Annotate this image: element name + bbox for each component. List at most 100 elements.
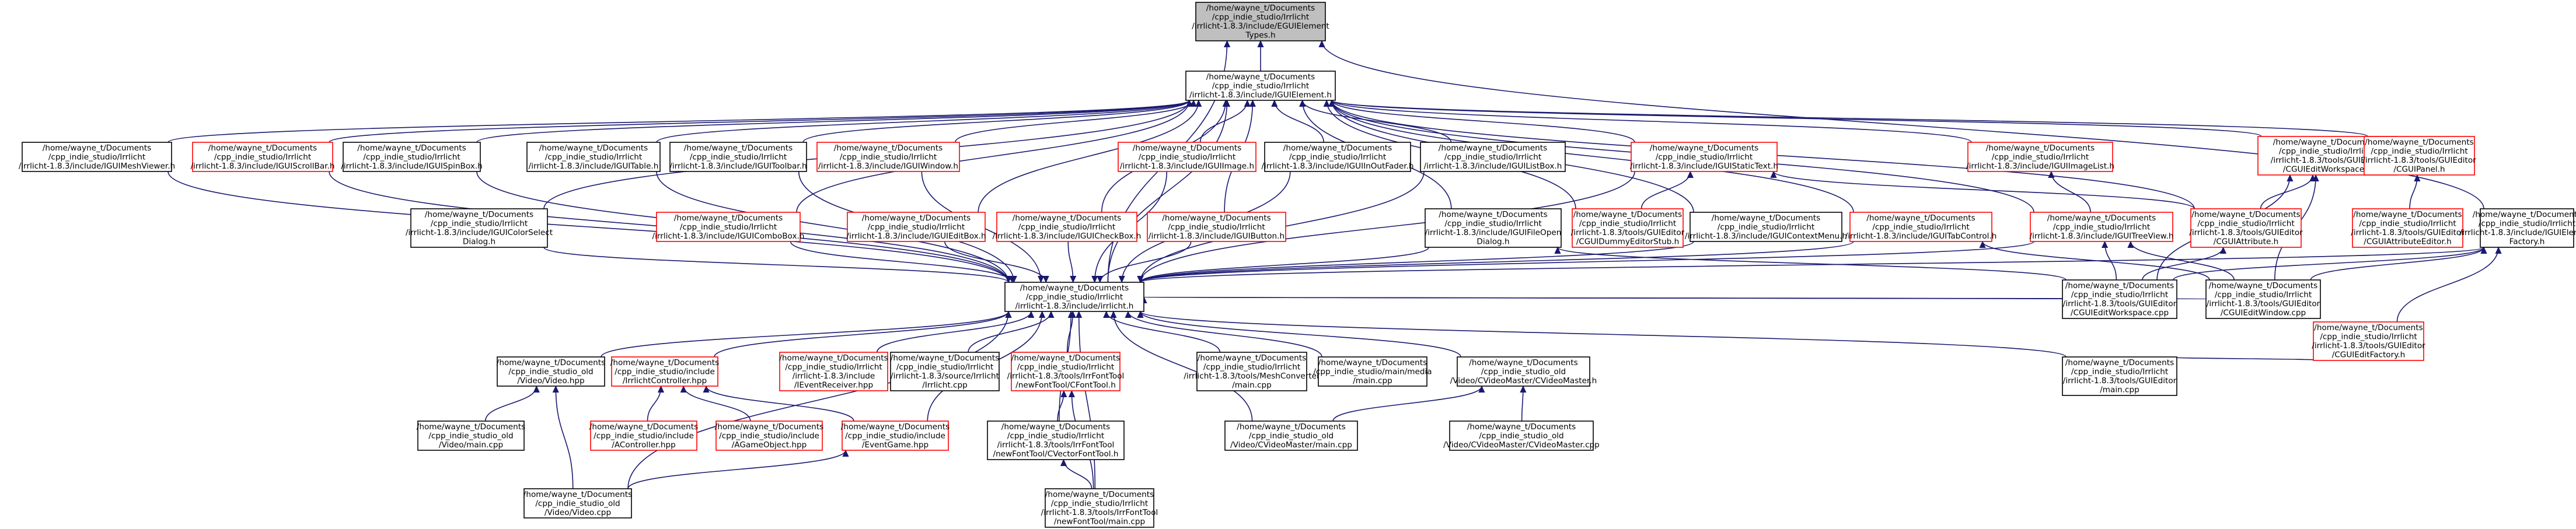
node-statictext[interactable]: /home/wayne_t/Documents/cpp_indie_studio… — [1630, 142, 1778, 172]
node-media_main[interactable]: /home/wayne_t/Documents/cpp_indie_studio… — [1313, 356, 1432, 387]
node-label-line: /cpp_indie_studio/Irrlicht — [1656, 152, 1753, 162]
edge-cvideomaster_main-to-irrlicht_h — [1114, 311, 1253, 422]
node-box — [2062, 279, 2177, 319]
node-cvideomaster_cpp[interactable]: /home/wayne_t/Documents/cpp_indie_studio… — [1443, 421, 1600, 451]
node-editfactory_h[interactable]: /home/wayne_t/Documents/cpp_indie_studio… — [2312, 321, 2425, 361]
node-irrlicht_h[interactable]: /home/wayne_t/Documents/cpp_indie_studio… — [1004, 282, 1144, 312]
edge-scrollbar-to-guielement — [329, 100, 1189, 143]
node-label-line: /cpp_indie_studio/include — [845, 431, 945, 440]
edge-line — [1140, 171, 1635, 282]
node-label-line: /cpp_indie_studio/Irrlicht — [363, 152, 460, 162]
node-combobox[interactable]: /home/wayne_t/Documents/cpp_indie_studio… — [652, 212, 805, 242]
edge-line — [1140, 247, 1429, 282]
node-guieditor_main[interactable]: /home/wayne_t/Documents/cpp_indie_studio… — [2062, 356, 2177, 396]
node-editbox[interactable]: /home/wayne_t/Documents/cpp_indie_studio… — [846, 212, 986, 242]
node-label-line: /cpp_indie_studio/Irrlicht — [1026, 292, 1123, 302]
node-box — [669, 142, 807, 172]
node-box — [2480, 208, 2574, 248]
node-scrollbar[interactable]: /home/wayne_t/Documents/cpp_indie_studio… — [191, 142, 335, 172]
node-label-line: /cpp_indie_studio/include — [719, 431, 819, 440]
node-cvideomaster_main[interactable]: /home/wayne_t/Documents/cpp_indie_studio… — [1224, 421, 1358, 451]
edge-line — [1107, 100, 1227, 283]
node-label-line: /home/wayne_t/Documents — [357, 143, 466, 153]
node-label-line: /CGUIEditWindow.cpp — [2221, 309, 2306, 318]
node-button[interactable]: /home/wayne_t/Documents/cpp_indie_studio… — [1147, 212, 1286, 242]
node-elementfactory[interactable]: /home/wayne_t/Documents/cpp_indie_studio… — [2460, 208, 2576, 248]
node-cvideomaster_h[interactable]: /home/wayne_t/Documents/cpp_indie_studio… — [1450, 356, 1597, 387]
node-box — [22, 142, 172, 172]
node-label-line: /irrlicht-1.8.3/include/IGUIElement — [2460, 228, 2576, 237]
node-fonttool_main[interactable]: /home/wayne_t/Documents/cpp_indie_studio… — [1041, 488, 1158, 528]
node-label-line: /home/wayne_t/Documents — [610, 358, 719, 367]
node-meshconverter[interactable]: /home/wayne_t/Documents/cpp_indie_studio… — [1184, 352, 1320, 391]
node-label-line: /irrlicht-1.8.3/include/IGUIImage.h — [1120, 162, 1254, 171]
node-eventgame[interactable]: /home/wayne_t/Documents/cpp_indie_studio… — [841, 421, 950, 451]
node-video_hpp[interactable]: /home/wayne_t/Documents/cpp_indie_studio… — [497, 356, 605, 387]
node-types[interactable]: /home/wayne_t/Documents/cpp_indie_studio… — [1192, 2, 1329, 41]
node-spinbox[interactable]: /home/wayne_t/Documents/cpp_indie_studio… — [341, 142, 483, 172]
node-toolbar[interactable]: /home/wayne_t/Documents/cpp_indie_studio… — [669, 142, 807, 172]
node-listbox[interactable]: /home/wayne_t/Documents/cpp_indie_studio… — [1420, 142, 1566, 172]
node-label-line: /EventGame.hpp — [862, 440, 929, 450]
node-image[interactable]: /home/wayne_t/Documents/cpp_indie_studio… — [1118, 142, 1256, 172]
edge-line — [556, 386, 574, 489]
node-ieventreceiver[interactable]: /home/wayne_t/Documents/cpp_indie_studio… — [779, 352, 888, 391]
node-box — [611, 356, 718, 387]
node-treeview[interactable]: /home/wayne_t/Documents/cpp_indie_studio… — [2030, 212, 2174, 242]
node-dummystub[interactable]: /home/wayne_t/Documents/cpp_indie_studio… — [1571, 208, 1685, 248]
node-label-line: /irrlicht-1.8.3/include/IGUIScrollBar.h — [191, 162, 335, 171]
node-label-line: /cpp_indie_studio/Irrlicht — [680, 222, 777, 232]
node-label-line: /home/wayne_t/Documents — [1013, 213, 1121, 223]
node-editwindow_cpp[interactable]: /home/wayne_t/Documents/cpp_indie_studio… — [2205, 279, 2321, 319]
node-label-line: /irrlicht-1.8.3/tools/IrrFontTool — [997, 440, 1115, 450]
node-label-line: /home/wayne_t/Documents — [862, 213, 971, 223]
edge-line — [1332, 100, 1854, 213]
node-agameobject[interactable]: /home/wayne_t/Documents/cpp_indie_studio… — [715, 421, 823, 451]
edge-statictext-to-irrlicht_h — [1140, 171, 1635, 282]
edge-line — [2131, 241, 2235, 281]
node-label-line: /home/wayne_t/Documents — [1198, 353, 1306, 363]
node-attribute_h[interactable]: /home/wayne_t/Documents/cpp_indie_studio… — [2189, 208, 2303, 248]
node-meshviewer[interactable]: /home/wayne_t/Documents/cpp_indie_studio… — [19, 142, 175, 172]
node-cvectorfonttool[interactable]: /home/wayne_t/Documents/cpp_indie_studio… — [987, 421, 1125, 460]
node-label-line: /irrlicht-1.8.3/tools/GUIEditor — [2063, 299, 2177, 309]
node-label-line: /cpp_indie_studio_old — [428, 431, 513, 440]
node-video_cpp[interactable]: /home/wayne_t/Documents/cpp_indie_studio… — [523, 488, 632, 519]
node-contextmenu[interactable]: /home/wayne_t/Documents/cpp_indie_studio… — [1685, 212, 1847, 242]
node-fileopen[interactable]: /home/wayne_t/Documents/cpp_indie_studio… — [1425, 208, 1562, 248]
node-box — [1196, 352, 1307, 391]
node-window[interactable]: /home/wayne_t/Documents/cpp_indie_studio… — [816, 142, 960, 172]
node-checkbox[interactable]: /home/wayne_t/Documents/cpp_indie_studio… — [993, 212, 1142, 242]
node-infader[interactable]: /home/wayne_t/Documents/cpp_indie_studio… — [1261, 142, 1414, 172]
node-guielement[interactable]: /home/wayne_t/Documents/cpp_indie_studio… — [1185, 71, 1336, 101]
edge-irrlicht_h-to-guielement — [1107, 100, 1227, 283]
node-tabcontrol[interactable]: /home/wayne_t/Documents/cpp_indie_studio… — [1845, 212, 1997, 242]
node-colorselect[interactable]: /home/wayne_t/Documents/cpp_indie_studio… — [406, 208, 553, 248]
node-box — [590, 421, 697, 451]
node-irrlicht_cpp[interactable]: /home/wayne_t/Documents/cpp_indie_studio… — [890, 352, 1000, 391]
node-editworkspace_cpp[interactable]: /home/wayne_t/Documents/cpp_indie_studio… — [2062, 279, 2177, 319]
node-video_main[interactable]: /home/wayne_t/Documents/cpp_indie_studio… — [417, 421, 525, 451]
node-acontroller[interactable]: /home/wayne_t/Documents/cpp_indie_studio… — [589, 421, 698, 451]
node-label-line: /newFontTool/CFontTool.h — [1015, 381, 1116, 390]
node-panel_h[interactable]: /home/wayne_t/Documents/cpp_indie_studio… — [2362, 136, 2476, 176]
node-label-line: /irrlicht-1.8.3/include/IGUIButton.h — [1149, 232, 1284, 241]
node-box — [1631, 142, 1778, 172]
edge-line — [1332, 100, 2368, 137]
edge-meshviewer-to-irrlicht_h — [167, 171, 1008, 282]
node-label-line: /irrlicht-1.8.3/tools/GUIEditor — [2362, 156, 2476, 165]
node-box — [410, 208, 548, 248]
node-table[interactable]: /home/wayne_t/Documents/cpp_indie_studio… — [526, 142, 661, 172]
node-imagelist[interactable]: /home/wayne_t/Documents/cpp_indie_studio… — [1966, 142, 2114, 172]
edge-cvectorfonttool-to-cfonttool_h — [1057, 391, 1064, 422]
node-irrctrl_hpp[interactable]: /home/wayne_t/Documents/cpp_indie_studio… — [610, 356, 719, 387]
node-attributeeditor_h[interactable]: /home/wayne_t/Documents/cpp_indie_studio… — [2351, 208, 2465, 248]
node-cfonttool_h[interactable]: /home/wayne_t/Documents/cpp_indie_studio… — [1007, 352, 1125, 391]
edge-line — [1522, 386, 1523, 422]
edge-editwindow_cpp-to-elementfactory — [2310, 247, 2484, 281]
edge-line — [2173, 247, 2484, 281]
node-label-line: /irrlicht-1.8.3/tools/MeshConverter — [1184, 372, 1320, 381]
node-label-line: /home/wayne_t/Documents — [1439, 210, 1547, 219]
node-label-line: /home/wayne_t/Documents — [1469, 358, 1577, 367]
edge-editwindow_cpp-to-tabcontrol — [1982, 241, 2210, 281]
